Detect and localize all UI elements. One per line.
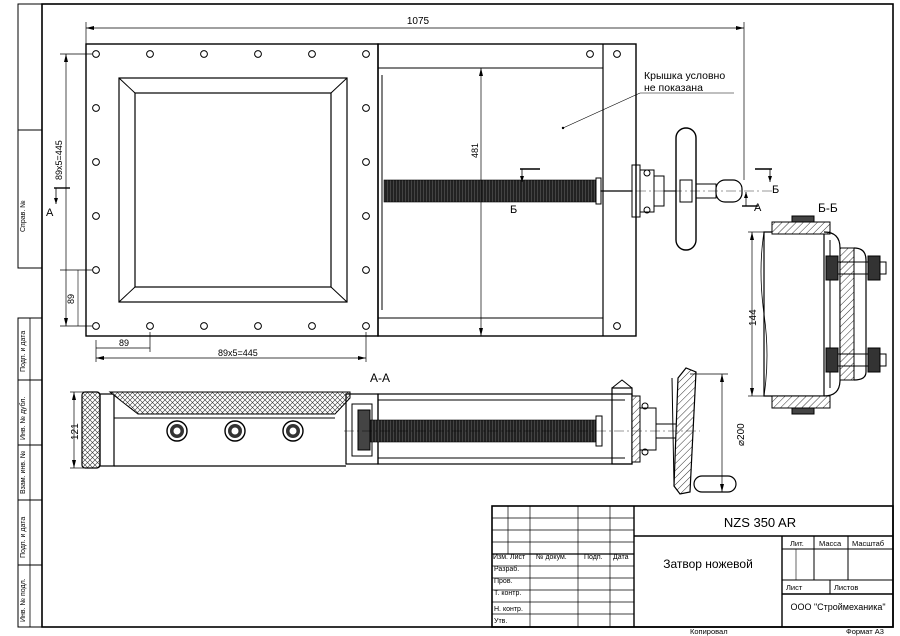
dim-144: 144 xyxy=(748,309,759,326)
dim-side-pitch: 89x5=445 xyxy=(54,140,64,180)
bb-bolts xyxy=(825,255,887,373)
dim-121: 121 xyxy=(70,423,81,440)
handwheel-assembly xyxy=(631,127,743,251)
stamp-podp-1: Подп. и дата xyxy=(20,331,27,372)
note-line2: не показана xyxy=(644,82,703,94)
tb-nkontr: Н. контр. xyxy=(494,606,523,613)
dim-1075: 1075 xyxy=(407,16,430,27)
section-bb-view: Б-Б 144 xyxy=(748,201,887,415)
tb-utv: Утв. xyxy=(494,618,507,625)
tb-tkontr: Т. контр. xyxy=(494,590,521,597)
mark-b-right: Б xyxy=(772,184,779,196)
stamp-inv-podl: Инв. № подл. xyxy=(20,578,27,622)
bolt-holes xyxy=(92,50,621,330)
dim-481: 481 xyxy=(470,143,480,158)
stamp-vzam: Взам. инв. № xyxy=(20,451,27,494)
footer-copied: Копировал xyxy=(690,627,728,636)
side-stamps: Справ. № Подп. и дата Инв. № дубл. Взам.… xyxy=(19,200,27,622)
tb-izm: Изм. xyxy=(493,554,508,561)
mark-b-top: Б xyxy=(510,204,517,216)
dim-d200: ⌀200 xyxy=(736,423,747,446)
label-section-aa: А-А xyxy=(370,371,390,385)
footer-format: Формат А3 xyxy=(846,627,884,636)
stamp-inv-dubl: Инв. № дубл. xyxy=(19,397,27,440)
tb-razrab: Разраб. xyxy=(494,565,519,573)
tb-company: ООО "Строймеханика" xyxy=(790,602,885,612)
front-dimensions: 1075 89x5=445 89 89 89x5=445 481 Крышка … xyxy=(46,16,779,362)
tb-list: Лист xyxy=(510,554,526,561)
tb-scale: Масштаб xyxy=(852,539,884,548)
sheet-frame xyxy=(17,3,894,628)
tb-sign: Подп. xyxy=(584,554,603,561)
mark-a-left: A xyxy=(46,207,54,219)
screw-thread xyxy=(383,179,597,203)
tb-name: Затвор ножевой xyxy=(663,557,753,571)
handwheel-rim xyxy=(675,127,697,251)
tb-mass: Масса xyxy=(819,539,842,548)
dim-side-89: 89 xyxy=(66,294,76,304)
tb-prov: Пров. xyxy=(494,578,513,585)
tb-lit: Лит. xyxy=(790,539,804,548)
tb-sheet: Лист xyxy=(786,583,803,592)
dim-bottom-pitch: 89x5=445 xyxy=(218,348,258,358)
title-block: Изм. Лист № докум. Подп. Дата Разраб. Пр… xyxy=(491,505,894,628)
mark-a-right: A xyxy=(754,202,762,214)
tb-designation: NZS 350 AR xyxy=(724,515,796,530)
note-line1: Крышка условно xyxy=(644,70,725,82)
studs xyxy=(166,420,304,442)
stamp-sprav: Справ. № xyxy=(20,200,27,232)
tb-doc: № докум. xyxy=(536,554,567,561)
front-view xyxy=(85,43,772,337)
section-aa-view: А-А xyxy=(70,367,747,495)
tb-sheets: Листов xyxy=(834,583,858,592)
dim-bottom-89: 89 xyxy=(119,338,129,348)
stamp-podp-2: Подп. и дата xyxy=(20,517,27,558)
tb-date: Дата xyxy=(613,554,629,561)
label-section-bb: Б-Б xyxy=(818,201,838,215)
